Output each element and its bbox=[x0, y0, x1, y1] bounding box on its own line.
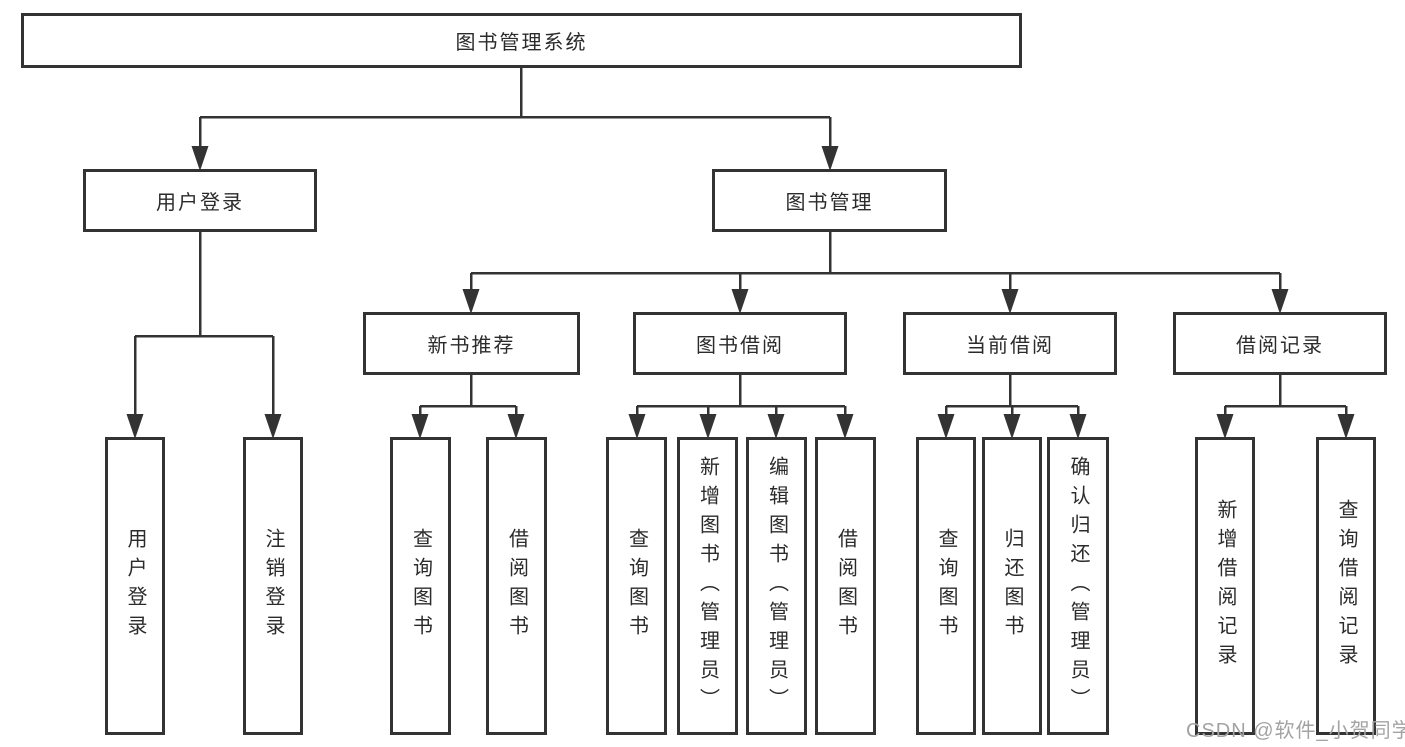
node-root-system-label: 图书管理系统 bbox=[455, 32, 588, 54]
leaf-edit-book-admin-label: 编辑图书（管理员） bbox=[765, 455, 788, 717]
leaf-query-borrow-record: 查询借阅记录 bbox=[1316, 437, 1376, 735]
node-borrow-records: 借阅记录 bbox=[1173, 312, 1387, 375]
node-new-book-recommend: 新书推荐 bbox=[363, 312, 580, 375]
leaf-query-books-recommend-label: 查询图书 bbox=[409, 528, 432, 644]
node-current-borrow: 当前借阅 bbox=[903, 312, 1117, 375]
leaf-query-books-borrow: 查询图书 bbox=[606, 437, 667, 735]
node-book-borrow: 图书借阅 bbox=[633, 312, 847, 375]
leaf-confirm-return-admin-label: 确认归还（管理员） bbox=[1067, 455, 1089, 717]
leaf-query-borrow-record-label: 查询借阅记录 bbox=[1335, 499, 1357, 673]
leaf-query-books-current: 查询图书 bbox=[916, 437, 976, 735]
leaf-add-book-admin: 新增图书（管理员） bbox=[677, 437, 738, 735]
leaf-logout-label: 注销登录 bbox=[262, 528, 284, 644]
leaf-confirm-return-admin: 确认归还（管理员） bbox=[1047, 437, 1109, 735]
leaf-return-book-label: 归还图书 bbox=[1001, 528, 1023, 644]
leaf-borrow-books-recommend: 借阅图书 bbox=[486, 437, 547, 735]
leaf-borrow-books: 借阅图书 bbox=[815, 437, 876, 735]
node-book-management-label: 图书管理 bbox=[785, 192, 874, 214]
leaf-add-borrow-record-label: 新增借阅记录 bbox=[1214, 499, 1236, 673]
leaf-borrow-books-label: 借阅图书 bbox=[834, 528, 857, 644]
watermark: CSDN @软件_小贺同学 bbox=[1186, 720, 1405, 742]
leaf-user-login-label: 用户登录 bbox=[124, 528, 146, 644]
node-new-book-recommend-label: 新书推荐 bbox=[427, 335, 516, 357]
node-user-login: 用户登录 bbox=[83, 169, 317, 232]
node-book-management: 图书管理 bbox=[712, 169, 947, 232]
node-book-borrow-label: 图书借阅 bbox=[696, 335, 784, 357]
leaf-add-book-admin-label: 新增图书（管理员） bbox=[696, 455, 719, 717]
leaf-query-books-recommend: 查询图书 bbox=[390, 437, 451, 735]
leaf-return-book: 归还图书 bbox=[982, 437, 1042, 735]
leaf-query-books-borrow-label: 查询图书 bbox=[625, 528, 648, 644]
leaf-query-books-current-label: 查询图书 bbox=[935, 528, 957, 644]
leaf-add-borrow-record: 新增借阅记录 bbox=[1195, 437, 1255, 735]
leaf-borrow-books-recommend-label: 借阅图书 bbox=[505, 528, 528, 644]
node-borrow-records-label: 借阅记录 bbox=[1236, 335, 1324, 357]
node-user-login-label: 用户登录 bbox=[156, 192, 244, 214]
leaf-edit-book-admin: 编辑图书（管理员） bbox=[746, 437, 807, 735]
leaf-user-login: 用户登录 bbox=[105, 437, 165, 735]
node-root-system: 图书管理系统 bbox=[21, 13, 1022, 68]
node-current-borrow-label: 当前借阅 bbox=[966, 335, 1054, 357]
leaf-logout: 注销登录 bbox=[243, 437, 303, 735]
